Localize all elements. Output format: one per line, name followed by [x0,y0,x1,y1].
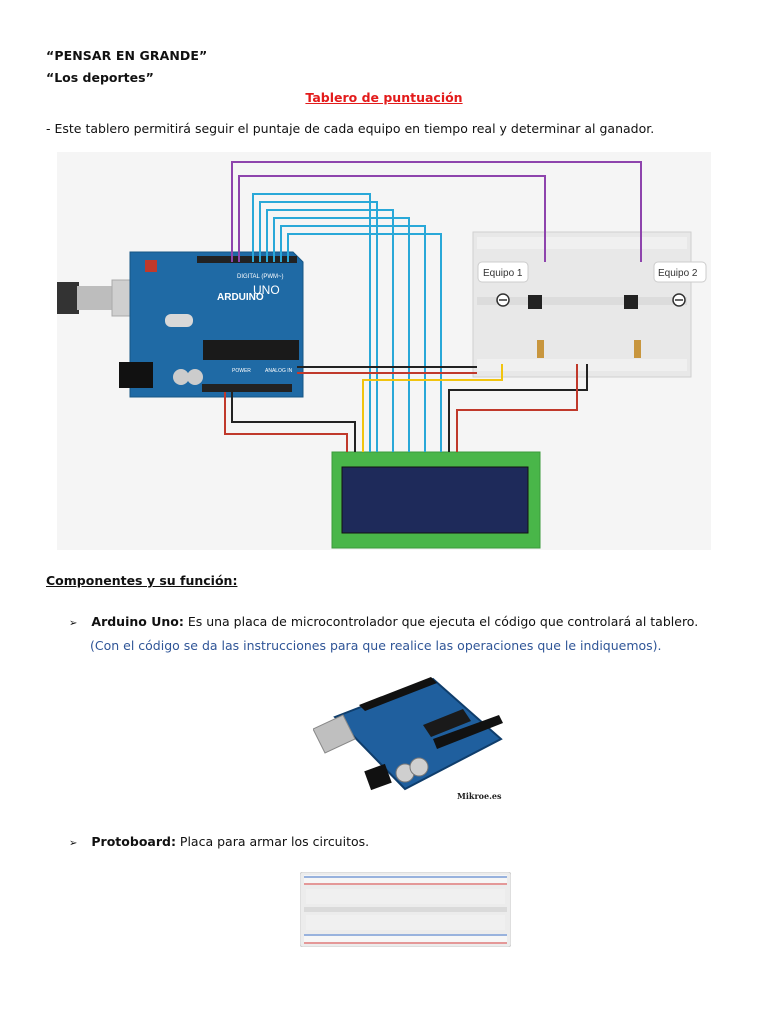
wires [224,161,642,452]
component-description: Placa para armar los circuitos. [175,834,370,849]
arduino-uno-photo: Mikroe.es [312,669,505,809]
button-1-label: Equipo 1 [483,268,523,279]
section-heading-scoreboard: Tablero de puntuación [305,90,463,105]
usb-cable [57,279,145,317]
button-equipo-1: Equipo 1 [477,261,529,307]
button-2-label: Equipo 2 [658,268,698,279]
digital-label: DIGITAL (PWM~) [237,274,284,280]
component-item-protoboard: ➢Protoboard: Placa para armar los circui… [69,834,370,849]
arrow-bullet-icon: ➢ [69,618,78,629]
circuit-diagram: DIGITAL (PWM~) ARDUINO UNO POWER ANALOG … [57,152,711,550]
button-equipo-2: Equipo 2 [653,261,707,307]
component-note: (Con el código se da las instrucciones p… [90,638,662,653]
intro-paragraph: - Este tablero permitirá seguir el punta… [46,121,655,136]
breadboard [472,231,692,378]
lcd-display [331,451,541,549]
protoboard-photo [299,871,512,948]
components-heading: Componentes y su función: [46,573,238,588]
photo-credit: Mikroe.es [457,791,502,801]
document-title: “PENSAR EN GRANDE” [46,48,208,63]
component-name: Protoboard [91,834,171,849]
analog-label: ANALOG IN [265,368,293,374]
arduino-board: DIGITAL (PWM~) ARDUINO UNO POWER ANALOG … [119,251,304,398]
component-item-arduino: ➢Arduino Uno: Es una placa de microcontr… [69,614,699,629]
arrow-bullet-icon: ➢ [69,838,78,849]
component-description: Es una placa de microcontrolador que eje… [183,614,699,629]
component-name: Arduino Uno [91,614,179,629]
document-subtitle: “Los deportes” [46,70,154,85]
power-label: POWER [232,368,251,374]
board-brand: ARDUINO [217,292,264,303]
board-model: UNO [253,283,280,297]
